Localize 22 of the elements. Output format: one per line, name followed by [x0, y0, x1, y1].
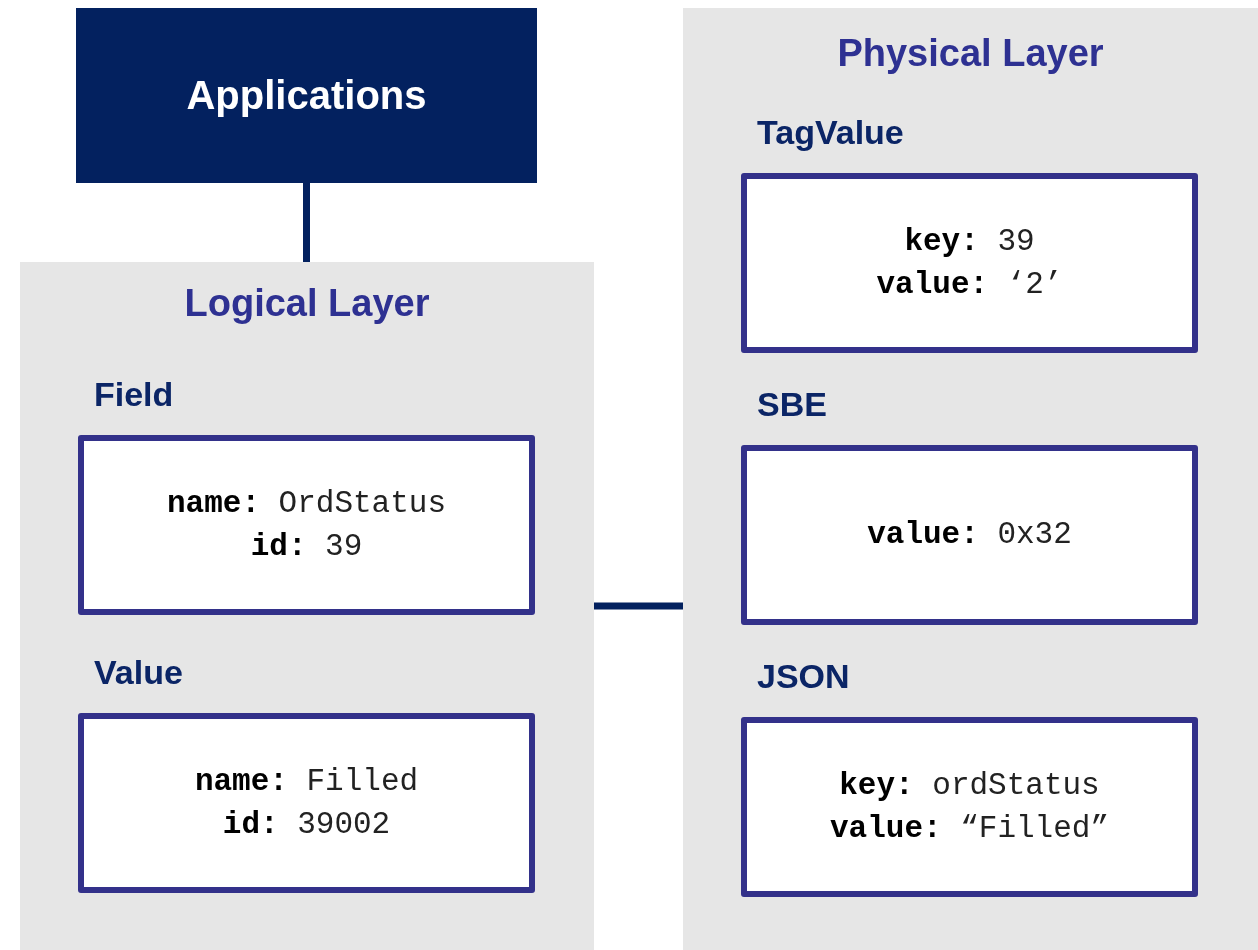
panel-title: Logical Layer [183, 282, 431, 325]
box-heading: Value [94, 653, 183, 692]
panel-title: Physical Layer [836, 32, 1105, 75]
box-heading: JSON [757, 657, 850, 696]
box-heading: SBE [757, 385, 827, 424]
key-value-text: name: OrdStatus [166, 484, 446, 523]
key-value-text: key: 39 [904, 222, 1035, 261]
box-title: Applications [186, 73, 427, 118]
key-value-text: id: 39 [250, 528, 363, 566]
key-value-text: value: ‘2’ [876, 266, 1063, 304]
key-value-text: value: 0x32 [867, 516, 1072, 555]
application-box [76, 8, 537, 183]
connector-line [303, 183, 310, 262]
box-heading: Field [94, 375, 174, 414]
layer-panel [20, 262, 594, 950]
key-value-text: value: “Filled” [829, 810, 1110, 848]
connector-line [594, 602, 683, 610]
key-value-text: key: ordStatus [839, 766, 1100, 805]
box-heading: TagValue [757, 113, 904, 152]
layer-panel [683, 8, 1258, 950]
key-value-text: name: Filled [194, 762, 419, 801]
key-value-text: id: 39002 [222, 806, 391, 844]
